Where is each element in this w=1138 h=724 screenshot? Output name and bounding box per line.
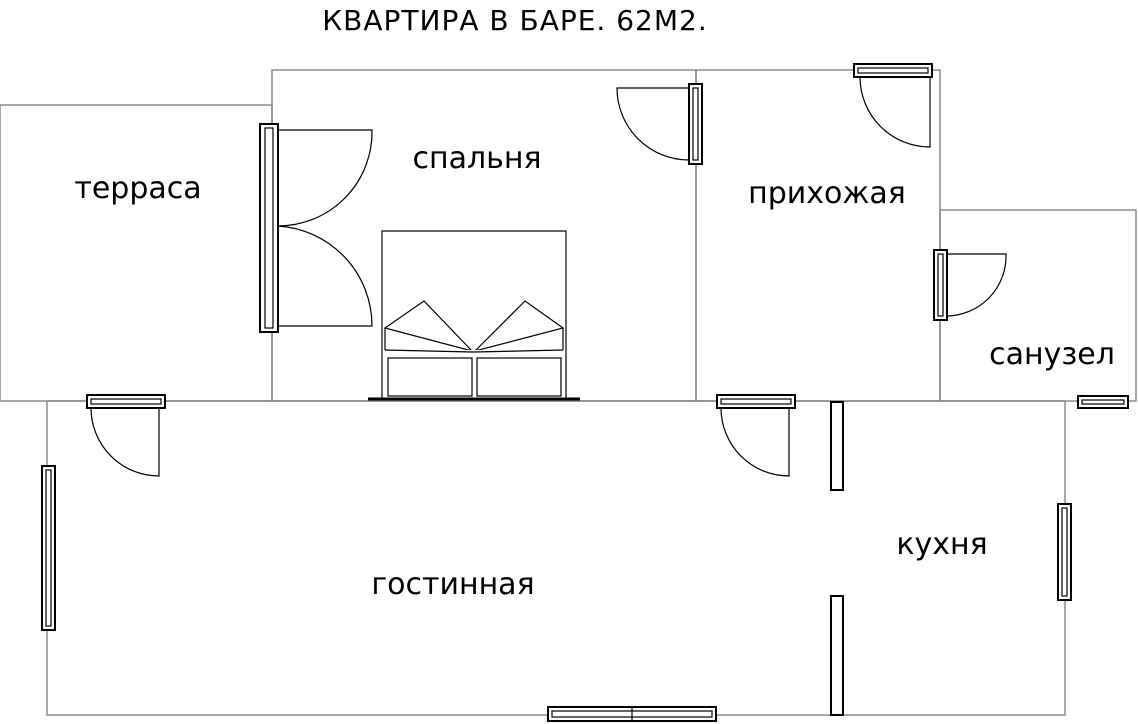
bedroom-double-door-arc-bottom	[277, 225, 373, 327]
terrace-door-arc	[90, 407, 160, 477]
room-label-hallway: прихожая	[748, 176, 906, 211]
bedroom-terrace-window-inner	[264, 127, 274, 329]
hallway-door-frame-inner	[720, 398, 792, 405]
hallway-door-arc	[720, 407, 790, 477]
plan-title: КВАРТИРА В БАРЕ. 62М2.	[322, 4, 707, 37]
room-label-kitchen: кухня	[896, 527, 987, 562]
bedroom-double-door-arc-top	[277, 129, 373, 227]
room-label-bathroom: санузел	[989, 337, 1115, 372]
bedroom-window-inner	[692, 87, 699, 161]
bedroom-window	[688, 83, 703, 165]
room-label-terrace: терраса	[74, 171, 201, 206]
terrace-door-frame	[86, 394, 166, 409]
bed	[368, 230, 580, 401]
hallway-entrance-door-arc	[859, 76, 931, 148]
windows	[41, 63, 1129, 722]
bedroom-door-arc	[616, 87, 690, 161]
bed-pillow-right	[476, 357, 562, 397]
kitchen-partition-bottom	[830, 595, 844, 716]
kitchen-partition-top	[830, 401, 844, 491]
bathroom-door-frame	[933, 249, 948, 321]
hallway-walls	[695, 69, 941, 402]
walls	[0, 69, 1137, 716]
kitchen-window	[1057, 503, 1072, 601]
bathroom-walls	[939, 209, 1137, 402]
bed-blanket-fold	[384, 349, 564, 353]
bed-blanket-left	[383, 300, 474, 353]
living-room-left-window-inner	[45, 469, 52, 627]
room-label-bedroom: спальня	[412, 141, 541, 176]
kitchen-window-inner	[1061, 507, 1068, 597]
living-room-left-window	[41, 465, 56, 631]
bathroom-door-frame-inner	[937, 253, 944, 317]
hallway-window	[853, 63, 933, 78]
bathroom-window-inner	[1081, 399, 1125, 405]
bed-blanket-right	[473, 300, 565, 353]
hallway-door-frame	[716, 394, 796, 409]
bathroom-window	[1077, 395, 1129, 409]
terrace-walls	[0, 104, 273, 402]
hallway-window-inner	[857, 67, 929, 74]
bedroom-terrace-window	[259, 123, 279, 333]
doors	[86, 76, 1007, 477]
bed-pillow-left	[387, 357, 473, 397]
bathroom-door-arc	[946, 253, 1007, 317]
terrace-door-frame-inner	[90, 398, 162, 405]
room-label-living-room: гостинная	[371, 567, 534, 602]
